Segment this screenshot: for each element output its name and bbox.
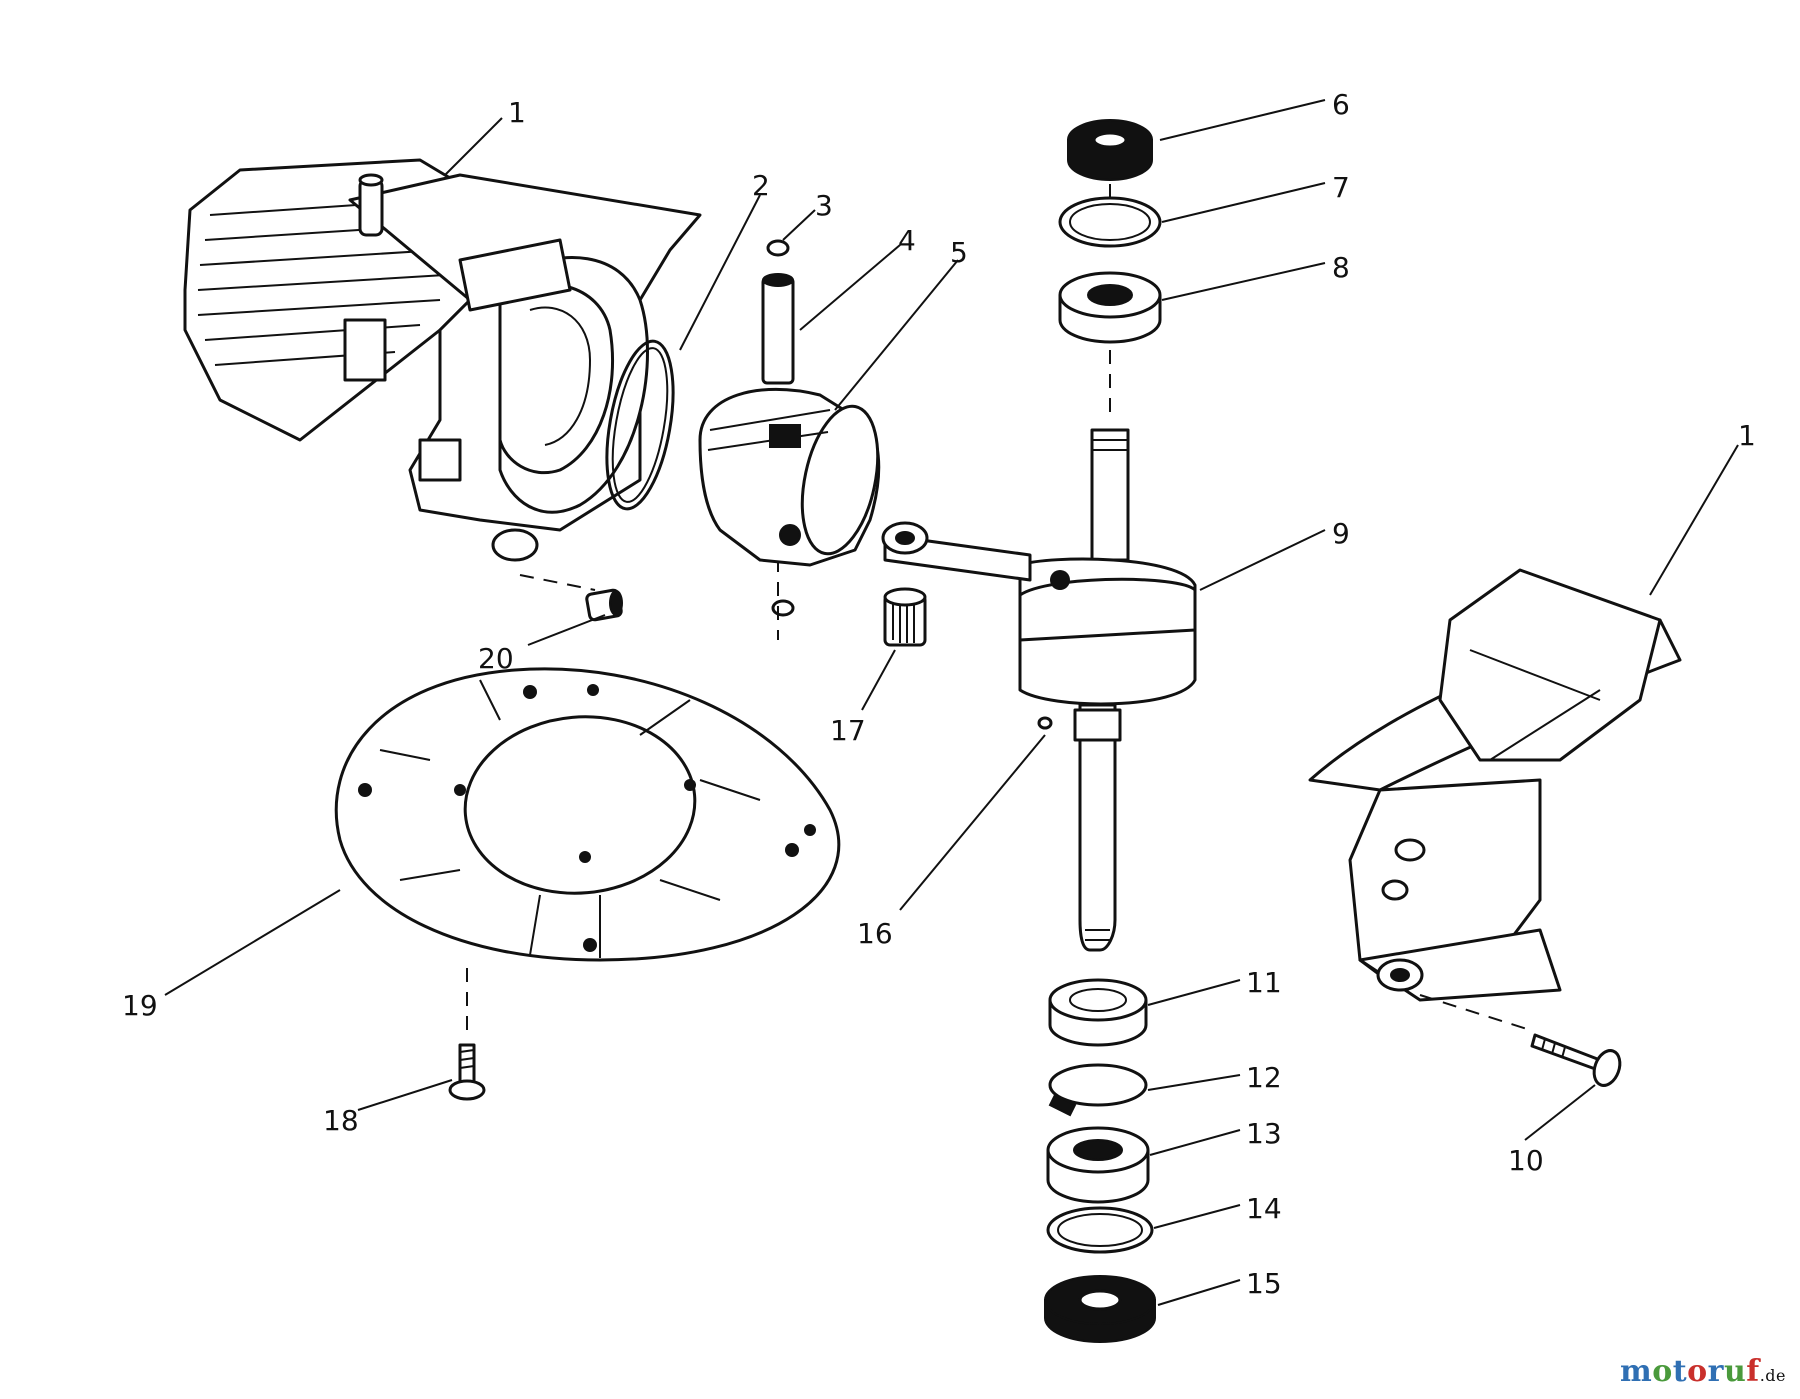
watermark-logo: motoruf.de [1620,1354,1786,1389]
callout-12: 12 [1246,1061,1282,1094]
callout-6: 6 [1332,88,1350,121]
callout-13: 13 [1246,1117,1282,1150]
part-2-piston-ring [605,339,675,511]
callout-labels: 1 2 3 4 5 6 7 8 9 1 20 17 16 19 18 11 12… [122,88,1756,1300]
callout-10: 10 [1508,1144,1544,1177]
part-18-screw [448,968,486,1101]
part-12-retaining-ring [1048,1063,1148,1117]
callout-14: 14 [1246,1192,1282,1225]
callout-1-top: 1 [508,96,526,129]
callout-5: 5 [950,236,968,269]
callout-17: 17 [830,714,866,747]
part-7-washer [1058,196,1162,248]
watermark-brand: motoruf [1620,1354,1760,1389]
part-14-washer [1046,1206,1154,1254]
callout-4: 4 [898,224,916,257]
part-15-seal [1044,1275,1156,1343]
callout-11: 11 [1246,966,1282,999]
part-19-mounting-plate [334,667,841,962]
part-20-pin [519,574,623,622]
part-16-key [1037,716,1053,730]
part-6-seal [1067,119,1153,181]
callout-20: 20 [478,642,514,675]
part-3-circlip [766,239,795,617]
part-4-wrist-pin [761,273,795,640]
part-13-ball-bearing [1046,1126,1150,1204]
part-9-crankshaft [881,428,1197,952]
watermark-suffix: .de [1759,1366,1786,1385]
part-1-crankcase-half [1308,568,1682,1002]
callout-7: 7 [1332,171,1350,204]
part-11-seal-sleeve [1048,978,1148,1047]
part-5-piston [698,387,881,567]
callout-15: 15 [1246,1267,1282,1300]
callout-8: 8 [1332,251,1350,284]
callout-1-right: 1 [1738,419,1756,452]
callout-3: 3 [815,189,833,222]
callout-18: 18 [323,1104,359,1137]
callout-16: 16 [857,917,893,950]
part-17-needle-bearing [883,587,927,647]
callout-2: 2 [752,169,770,202]
part-1-cylinder-crankcase [183,158,702,562]
part-8-ball-bearing [1058,271,1162,344]
part-10-screw [1419,994,1622,1087]
callout-19: 19 [122,989,158,1022]
callout-9: 9 [1332,517,1350,550]
leader-lines [164,99,1739,1306]
